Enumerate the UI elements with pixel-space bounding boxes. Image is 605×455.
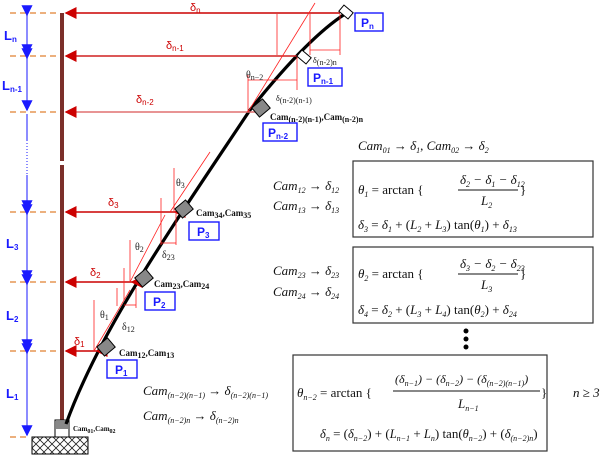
deflection-arrows (64, 7, 340, 357)
svg-text:δ1: δ1 (74, 336, 85, 349)
svg-text:}: } (520, 182, 526, 197)
svg-text:Cam24 → δ24: Cam24 → δ24 (273, 284, 339, 301)
svg-text:θ3: θ3 (176, 178, 185, 190)
svg-text:δn-1: δn-1 (166, 40, 184, 53)
svg-text:δ3: δ3 (108, 197, 119, 210)
svg-text:Cam34,Cam35: Cam34,Cam35 (196, 208, 251, 220)
svg-text:δn-2: δn-2 (136, 94, 154, 107)
svg-text:θn−2: θn−2 (246, 70, 263, 82)
sensor-boxes (96, 4, 354, 357)
svg-text:n ≥ 3: n ≥ 3 (573, 385, 600, 400)
foundation (31, 419, 89, 455)
svg-text:Pn: Pn (361, 16, 374, 31)
reference-pole (60, 13, 64, 423)
svg-text:Cam01 → δ1, Cam02 → δ2: Cam01 → δ1, Cam02 → δ2 (358, 138, 489, 155)
svg-text:δ2: δ2 (90, 267, 101, 280)
deflection-labels: δn δn-1 δn-2 δ3 δ2 δ1 (74, 2, 201, 349)
label-Ln: Ln (4, 28, 17, 44)
label-L2: L2 (6, 308, 19, 324)
svg-text:δ23: δ23 (162, 250, 175, 262)
svg-text:Cam01,Cam02: Cam01,Cam02 (73, 425, 116, 435)
svg-text:δ2 − δ1 − δ12: δ2 − δ1 − δ12 (460, 172, 525, 189)
camera-labels: Cam(n-2)(n-1),Cam(n-2)n Cam34,Cam35 Cam2… (73, 112, 364, 435)
svg-text:P2: P2 (153, 295, 166, 310)
svg-text:Ln−1: Ln−1 (457, 396, 479, 413)
length-labels: Ln Ln-1 L3 L2 L1 (2, 28, 23, 402)
svg-text:δn: δn (190, 2, 201, 15)
svg-text:δ12: δ12 (122, 322, 135, 334)
svg-text:Cam13 → δ13: Cam13 → δ13 (273, 198, 339, 215)
svg-text:δn = (δn−2) + (Ln−1 + Ln) tan(: δn = (δn−2) + (Ln−1 + Ln) tan(θn−2) + (δ… (320, 426, 538, 443)
svg-text:Cam(n-2)(n-1),Cam(n-2)n: Cam(n-2)(n-1),Cam(n-2)n (270, 112, 364, 124)
level-lines (10, 12, 60, 438)
equation-block-1: Cam12 → δ12 Cam13 → δ13 θ1 = arctan { δ2… (273, 160, 594, 238)
svg-text:δ(n-2)(n-1): δ(n-2)(n-1) (276, 94, 312, 105)
svg-text:Cam23 → δ23: Cam23 → δ23 (273, 263, 339, 280)
angle-labels: θn−2 θ3 θ2 θ1 (100, 70, 263, 322)
svg-text:P1: P1 (115, 363, 128, 378)
svg-text:Cam(n−2)(n−1) → δ(n−2)(n−1): Cam(n−2)(n−1) → δ(n−2)(n−1) (143, 383, 268, 400)
equation-block-3: Cam(n−2)(n−1) → δ(n−2)(n−1) Cam(n−2)n → … (143, 354, 600, 452)
svg-text:δ(n-2)n: δ(n-2)n (313, 56, 337, 67)
svg-text:δ3 = δ1 + (L2 + L3) tan(θ1) +: δ3 = δ1 + (L2 + L3) tan(θ1) + δ13 (358, 217, 517, 234)
svg-text:θ1: θ1 (100, 310, 109, 322)
label-Ln-1: Ln-1 (2, 78, 23, 94)
svg-text:}: } (520, 266, 526, 281)
svg-text:L2: L2 (480, 193, 492, 210)
svg-text:Pn-2: Pn-2 (268, 126, 289, 141)
svg-text:Cam12,Cam13: Cam12,Cam13 (119, 348, 174, 360)
equation-top: Cam01 → δ1, Cam02 → δ2 (358, 138, 489, 155)
svg-text:δ4 = δ2 + (L3 + L4) tan(θ2) +: δ4 = δ2 + (L3 + L4) tan(θ2) + δ24 (358, 302, 517, 319)
label-L3: L3 (6, 236, 19, 252)
svg-text:L3: L3 (480, 277, 492, 294)
point-boxes: Pn Pn-1 Pn-2 P3 P2 P1 (106, 12, 384, 379)
ellipsis-dots (463, 328, 469, 350)
svg-text:Cam23,Cam24: Cam23,Cam24 (154, 279, 209, 291)
svg-text:(δn−1) − (δn−2) − (δ(n−2)(n−1): (δn−1) − (δn−2) − (δ(n−2)(n−1)) (395, 372, 528, 388)
svg-text:Cam(n−2)n → δ(n−2)n: Cam(n−2)n → δ(n−2)n (143, 408, 239, 425)
svg-text:θ1 = arctan {: θ1 = arctan { (358, 182, 423, 199)
svg-text:θ2: θ2 (135, 242, 144, 254)
relative-deflection-labels: δ(n-2)n δ(n-2)(n-1) δ23 δ12 (122, 56, 337, 334)
svg-text:Cam12 → δ12: Cam12 → δ12 (273, 178, 339, 195)
tangent-lines (93, 2, 341, 352)
svg-text:}: } (541, 385, 547, 400)
svg-text:δ3 − δ2 − δ23: δ3 − δ2 − δ23 (460, 256, 525, 273)
svg-text:P3: P3 (197, 225, 210, 240)
svg-text:Pn-1: Pn-1 (313, 71, 334, 86)
equation-block-2: Cam23 → δ23 Cam24 → δ24 θ2 = arctan { δ3… (273, 246, 594, 324)
svg-text:θn−2 = arctan {: θn−2 = arctan { (297, 385, 372, 402)
svg-text:θ2 = arctan {: θ2 = arctan { (358, 266, 423, 283)
label-L1: L1 (6, 386, 19, 402)
